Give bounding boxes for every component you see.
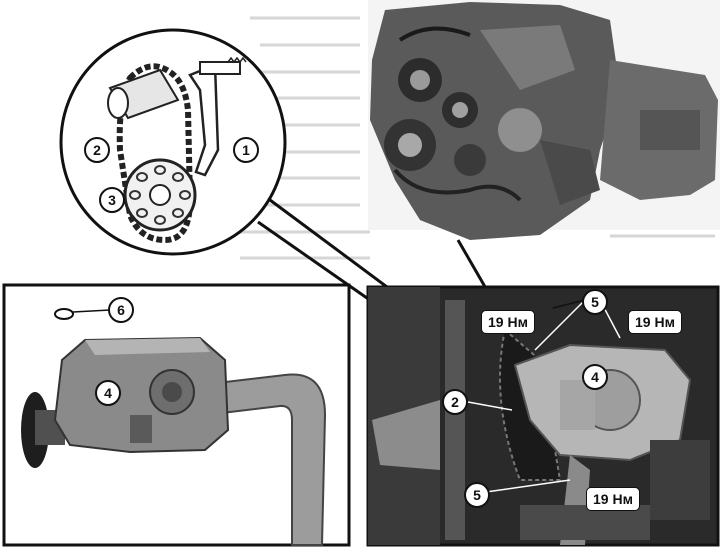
callout-tensioner-inset: 1 (233, 137, 259, 163)
callout-chain-engine: 2 (442, 389, 468, 415)
callout-bolt-bottom: 5 (464, 482, 490, 508)
callout-oring: 6 (108, 297, 134, 323)
engine-closeup-photo (366, 285, 720, 547)
torque-label-top-right: 19 Нм (628, 310, 682, 334)
callout-chain-inset: 2 (84, 137, 110, 163)
callout-pump-engine: 4 (582, 364, 608, 390)
torque-label-bottom: 19 Нм (586, 487, 640, 511)
callout-sprocket-inset: 3 (99, 187, 125, 213)
engine-photo-top (360, 0, 720, 240)
oil-pump-photo (2, 283, 351, 547)
callout-pump-body: 4 (95, 380, 121, 406)
torque-label-top-left: 19 Нм (481, 310, 535, 334)
callout-bolt-top: 5 (582, 289, 608, 315)
